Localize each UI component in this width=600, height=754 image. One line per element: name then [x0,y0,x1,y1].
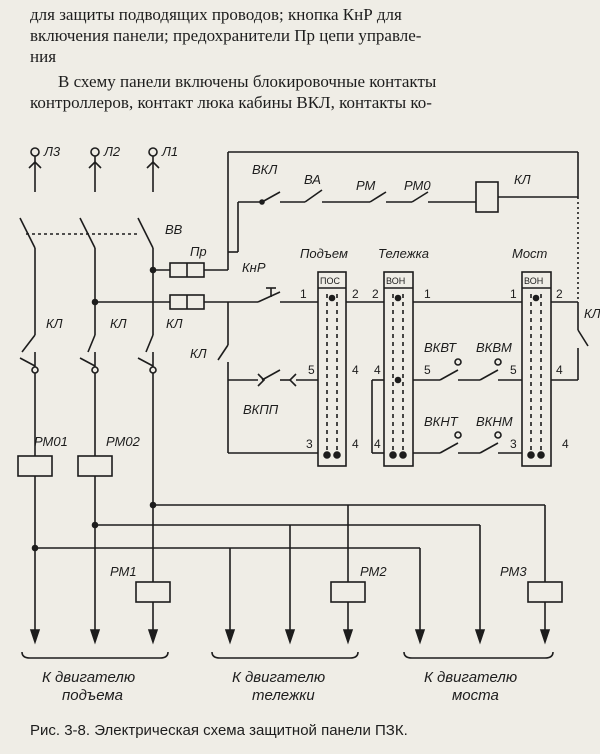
label-vkvm: ВКВМ [476,340,512,355]
top-control-chain [227,151,579,253]
controller-podem [317,271,347,467]
motor-telezhka-line2: тележки [252,687,315,704]
terminal-5c: 5 [510,363,517,377]
text-line-5: контроллеров, контакт люка кабины ВКЛ, к… [30,93,432,112]
controller-telezhka [383,271,414,467]
label-rm0: РМ0 [404,178,431,193]
motor-most-line1: К двигателю [424,669,517,686]
relays-rm01-rm02 [17,435,113,630]
kl-main-contacts [19,334,157,460]
text-line-1: для защиты подводящих проводов; кнопка К… [30,5,402,24]
label-rm02: РМ02 [106,434,141,449]
label-kl-aux: КЛ [190,346,207,361]
terminal-1a: 1 [300,287,307,301]
controller-telezhka-title: Тележка [378,246,429,261]
terminal-1b: 1 [424,287,431,301]
label-kl-2: КЛ [110,316,127,331]
label-vkl: ВКЛ [252,162,277,177]
label-rm01: РМ01 [34,434,68,449]
label-rm: РМ [356,178,376,193]
motor-brackets [21,651,554,659]
terminal-5a: 5 [308,363,315,377]
terminal-4f: 4 [562,437,569,451]
label-rm1: РМ1 [110,564,137,579]
controller-most-title: Мост [512,246,548,261]
phase-label-l3: Л3 [43,144,61,159]
output-arrows [29,629,551,645]
controller-podem-title: Подъем [300,246,348,261]
terminal-2c: 2 [556,287,563,301]
control-fuses [91,252,258,310]
terminal-4d: 4 [352,437,359,451]
text-line-2: включения панели; предохранители Пр цепи… [30,26,422,45]
controller-podem-code: ПОС [320,276,340,286]
label-va: ВА [304,172,321,187]
motor-most-line2: моста [452,687,499,704]
phase-terminals [28,147,160,192]
terminal-1c: 1 [510,287,517,301]
motor-podem-line2: подъема [62,687,123,704]
figure-caption: Рис. 3-8. Электрическая схема защитной п… [30,722,408,739]
terminal-4a: 4 [352,363,359,377]
terminal-4c: 4 [556,363,563,377]
label-rm2: РМ2 [360,564,387,579]
text-line-3: ния [30,47,57,66]
body-text: для защиты подводящих проводов; кнопка К… [30,4,590,113]
controller-most-code: ВОН [524,276,543,286]
circuit-diagram: Л3 Л2 Л1 ВВ Пр [17,144,600,704]
label-kl-right: КЛ [584,306,600,321]
label-vkpp: ВКПП [243,402,279,417]
label-rm3: РМ3 [500,564,527,579]
controller-telezhka-code: ВОН [386,276,405,286]
terminal-4e: 4 [374,437,381,451]
label-pr: Пр [190,244,207,259]
label-vknm: ВКНМ [476,414,513,429]
controller-most [521,271,552,467]
phase-label-l1: Л1 [161,144,178,159]
terminal-5b: 5 [424,363,431,377]
terminal-4b: 4 [374,363,381,377]
motor-podem-line1: К двигателю [42,669,135,686]
terminal-2a: 2 [352,287,359,301]
lower-control-circuit [217,197,589,454]
label-kl-3: КЛ [166,316,183,331]
terminal-3b: 3 [510,437,517,451]
phase-label-l2: Л2 [103,144,121,159]
label-vkvt: ВКВТ [424,340,457,355]
relays-rm1-rm3 [135,581,563,630]
terminal-2b: 2 [372,287,379,301]
label-vknt: ВКНТ [424,414,459,429]
motor-telezhka-line1: К двигателю [232,669,325,686]
main-switch-vv [19,217,154,335]
distribution-buses [31,460,546,630]
terminal-3a: 3 [306,437,313,451]
text-line-4: В схему панели включены блокировочные ко… [58,72,437,91]
label-kl-1: КЛ [46,316,63,331]
label-knr: КнР [242,260,266,275]
label-kl-coil: КЛ [514,172,531,187]
label-vv: ВВ [165,222,183,237]
